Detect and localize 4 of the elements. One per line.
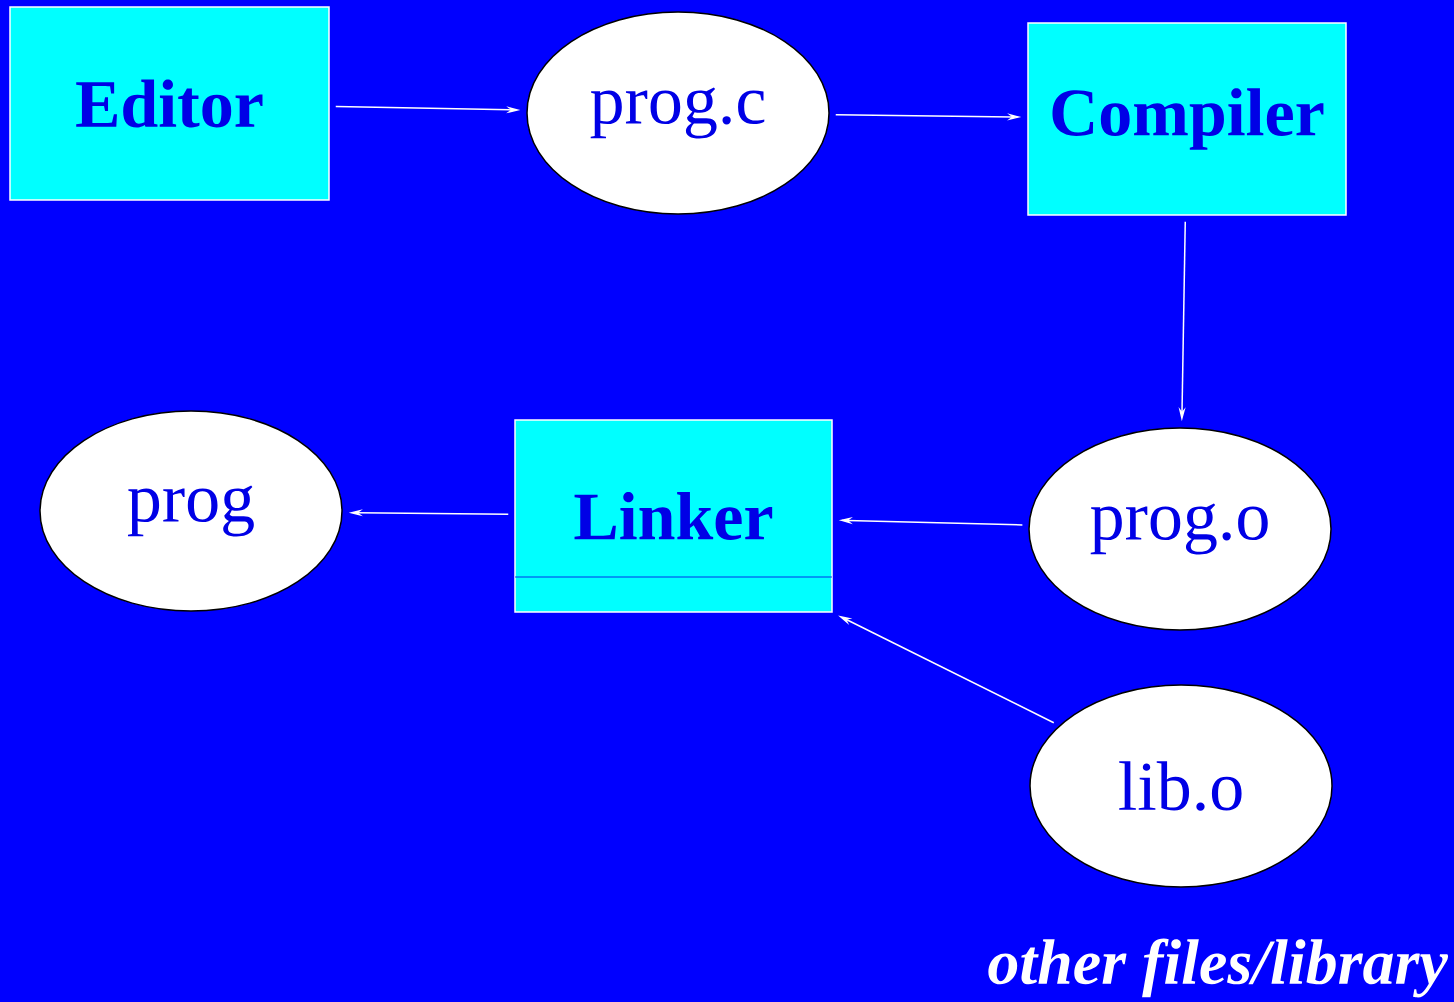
process-box: Compiler <box>1027 22 1347 216</box>
process-box: Editor <box>9 6 330 201</box>
process-box: Linker <box>514 419 833 613</box>
node-caption: other files/library <box>988 938 1449 998</box>
